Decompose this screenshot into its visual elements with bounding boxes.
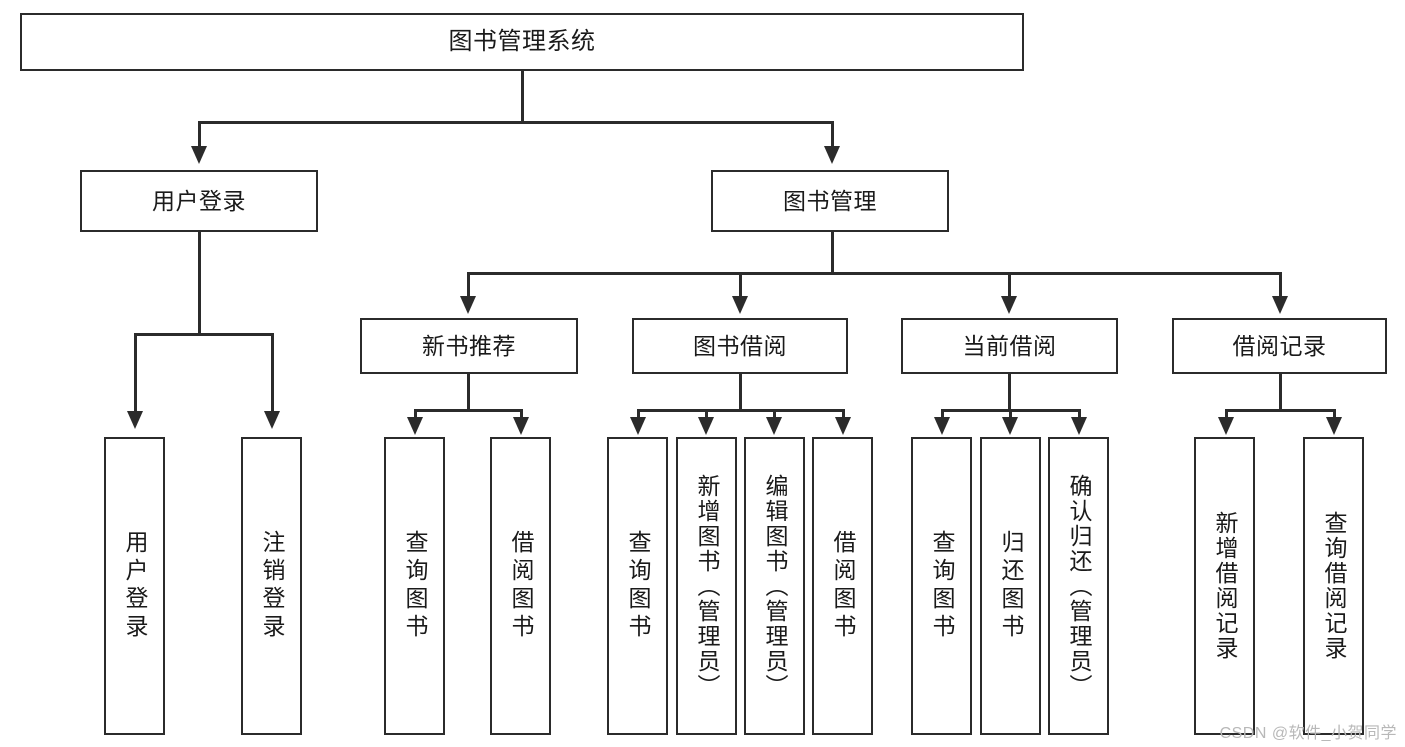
edge-user-login-branch-1 bbox=[134, 333, 137, 413]
edge-user-login-stem bbox=[198, 232, 201, 335]
arrow-to-user-login bbox=[191, 146, 207, 164]
node-label: 查询借阅记录 bbox=[1321, 511, 1347, 661]
edge-user-login-rail bbox=[134, 333, 271, 336]
arrow-to-new-book-recommend bbox=[460, 296, 476, 314]
edge-root-rail bbox=[198, 121, 833, 124]
edge-bb-branch-4 bbox=[842, 409, 845, 419]
node-leaf-return-book[interactable]: 归还图书 bbox=[980, 437, 1041, 735]
arrow-to-book-management bbox=[824, 146, 840, 164]
node-leaf-add-book[interactable]: 新增图书（管理员） bbox=[676, 437, 737, 735]
edge-cb-branch-1 bbox=[941, 409, 944, 419]
arrow-to-leaf-add-borrow-record bbox=[1218, 417, 1234, 435]
node-label: 查询图书 bbox=[929, 530, 955, 642]
node-current-borrow[interactable]: 当前借阅 bbox=[901, 318, 1118, 374]
node-label: 图书借阅 bbox=[693, 332, 787, 359]
arrow-to-current-borrow bbox=[1001, 296, 1017, 314]
node-label: 用户登录 bbox=[152, 187, 246, 214]
edge-nbr-rail bbox=[414, 409, 520, 412]
watermark-text: CSDN @软件_小贺同学 bbox=[1219, 725, 1397, 742]
arrow-to-leaf-borrow-book-1 bbox=[513, 417, 529, 435]
node-borrow-record[interactable]: 借阅记录 bbox=[1172, 318, 1387, 374]
node-user-login[interactable]: 用户登录 bbox=[80, 170, 318, 232]
node-leaf-query-book-1[interactable]: 查询图书 bbox=[384, 437, 445, 735]
node-label: 图书管理系统 bbox=[448, 28, 596, 56]
node-leaf-borrow-book-2[interactable]: 借阅图书 bbox=[812, 437, 873, 735]
edge-bm-branch-1 bbox=[467, 272, 470, 298]
arrow-to-leaf-edit-book bbox=[766, 417, 782, 435]
node-leaf-user-login[interactable]: 用户登录 bbox=[104, 437, 165, 735]
edge-bb-branch-1 bbox=[637, 409, 640, 419]
node-book-management[interactable]: 图书管理 bbox=[711, 170, 949, 232]
node-leaf-borrow-book-1[interactable]: 借阅图书 bbox=[490, 437, 551, 735]
arrow-to-borrow-record bbox=[1272, 296, 1288, 314]
edge-user-login-branch-2 bbox=[271, 333, 274, 413]
edge-bm-branch-3 bbox=[1008, 272, 1011, 298]
node-label: 图书管理 bbox=[783, 187, 877, 214]
edge-bm-branch-4 bbox=[1279, 272, 1282, 298]
arrow-to-leaf-borrow-book-2 bbox=[835, 417, 851, 435]
arrow-to-leaf-query-book-1 bbox=[407, 417, 423, 435]
node-label: 借阅记录 bbox=[1232, 332, 1327, 359]
node-leaf-query-book-3[interactable]: 查询图书 bbox=[911, 437, 972, 735]
node-leaf-logout-login[interactable]: 注销登录 bbox=[241, 437, 302, 735]
node-label: 用户登录 bbox=[122, 530, 148, 642]
arrow-to-leaf-confirm-return bbox=[1071, 417, 1087, 435]
edge-root-stem bbox=[521, 71, 524, 123]
edge-br-stem bbox=[1279, 374, 1282, 411]
edge-bm-branch-2 bbox=[739, 272, 742, 298]
node-label: 新书推荐 bbox=[422, 332, 516, 359]
edge-cb-stem bbox=[1008, 374, 1011, 411]
node-root-book-management-system[interactable]: 图书管理系统 bbox=[20, 13, 1024, 71]
node-leaf-add-borrow-record[interactable]: 新增借阅记录 bbox=[1194, 437, 1255, 735]
arrow-to-leaf-return-book bbox=[1002, 417, 1018, 435]
node-leaf-query-borrow-record[interactable]: 查询借阅记录 bbox=[1303, 437, 1364, 735]
arrow-to-book-borrow bbox=[732, 296, 748, 314]
node-new-book-recommend[interactable]: 新书推荐 bbox=[360, 318, 578, 374]
edge-br-branch-2 bbox=[1333, 409, 1336, 419]
node-leaf-query-book-2[interactable]: 查询图书 bbox=[607, 437, 668, 735]
edge-book-management-rail bbox=[467, 272, 1281, 275]
node-leaf-confirm-return[interactable]: 确认归还（管理员） bbox=[1048, 437, 1109, 735]
edge-book-management-stem bbox=[831, 232, 834, 274]
node-label: 确认归还（管理员） bbox=[1066, 473, 1092, 699]
edge-bb-stem bbox=[739, 374, 742, 411]
node-book-borrow[interactable]: 图书借阅 bbox=[632, 318, 848, 374]
edge-cb-branch-2 bbox=[1009, 409, 1012, 419]
node-leaf-edit-book[interactable]: 编辑图书（管理员） bbox=[744, 437, 805, 735]
node-label: 注销登录 bbox=[259, 530, 285, 642]
node-label: 查询图书 bbox=[625, 530, 651, 642]
node-label: 借阅图书 bbox=[830, 530, 856, 642]
node-label: 新增借阅记录 bbox=[1212, 511, 1238, 661]
edge-br-rail bbox=[1225, 409, 1333, 412]
edge-nbr-branch-1 bbox=[414, 409, 417, 419]
edge-nbr-branch-2 bbox=[520, 409, 523, 419]
edge-br-branch-1 bbox=[1225, 409, 1228, 419]
edge-nbr-stem bbox=[467, 374, 470, 411]
node-label: 当前借阅 bbox=[962, 332, 1057, 359]
arrow-to-leaf-user-login bbox=[127, 411, 143, 429]
arrow-to-leaf-add-book bbox=[698, 417, 714, 435]
node-label: 查询图书 bbox=[402, 530, 428, 642]
edge-root-to-user-login bbox=[198, 121, 201, 148]
node-label: 新增图书（管理员） bbox=[694, 473, 720, 699]
arrow-to-leaf-query-book-3 bbox=[934, 417, 950, 435]
edge-cb-branch-3 bbox=[1078, 409, 1081, 419]
edge-root-to-book-management bbox=[831, 121, 834, 148]
node-label: 编辑图书（管理员） bbox=[762, 473, 788, 699]
arrow-to-leaf-logout-login bbox=[264, 411, 280, 429]
node-label: 归还图书 bbox=[998, 530, 1024, 642]
edge-bb-branch-3 bbox=[773, 409, 776, 419]
arrow-to-leaf-query-borrow-record bbox=[1326, 417, 1342, 435]
node-label: 借阅图书 bbox=[508, 530, 534, 642]
edge-bb-rail bbox=[637, 409, 842, 412]
arrow-to-leaf-query-book-2 bbox=[630, 417, 646, 435]
edge-bb-branch-2 bbox=[705, 409, 708, 419]
